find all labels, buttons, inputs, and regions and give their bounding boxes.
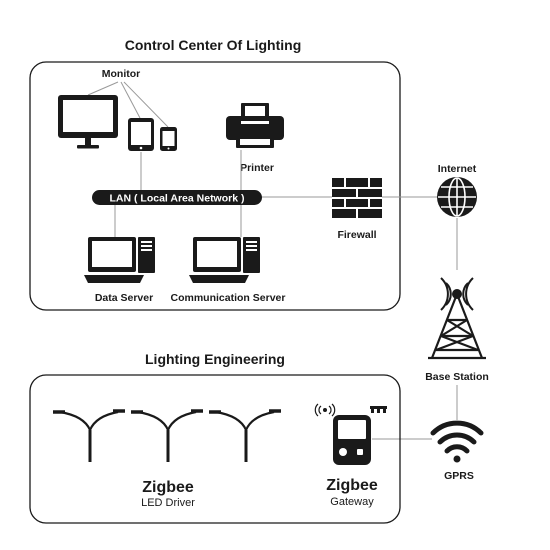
street-light-icon bbox=[53, 409, 125, 462]
monitor-connector-lines bbox=[87, 81, 169, 128]
street-light-icon bbox=[131, 409, 203, 462]
printer-icon bbox=[226, 103, 284, 148]
desktop-monitor-icon bbox=[58, 95, 118, 149]
led-driver-label: LED Driver bbox=[141, 497, 195, 509]
gprs-label: GPRS bbox=[444, 470, 474, 482]
data-server-icon bbox=[84, 237, 155, 283]
printer-label: Printer bbox=[240, 162, 274, 174]
connector-ports-icon bbox=[370, 406, 387, 413]
communication-server-label: Communication Server bbox=[171, 292, 286, 304]
gateway-device-icon bbox=[333, 415, 371, 465]
control-center-box bbox=[29, 61, 401, 311]
control-center-title: Control Center Of Lighting bbox=[125, 37, 302, 53]
data-server-label: Data Server bbox=[95, 292, 153, 304]
led-driver-brand: Zigbee bbox=[142, 479, 194, 496]
monitor-label: Monitor bbox=[102, 68, 141, 80]
lan-label: LAN ( Local Area Network ) bbox=[110, 193, 245, 205]
gateway-brand: Zigbee bbox=[326, 477, 378, 494]
globe-icon bbox=[437, 177, 477, 217]
firewall-icon bbox=[332, 178, 382, 218]
tablet-icon bbox=[128, 118, 154, 151]
street-light-icon bbox=[209, 409, 281, 462]
antenna-signal-icon bbox=[314, 403, 336, 417]
gateway-label: Gateway bbox=[330, 496, 374, 508]
wifi-icon bbox=[430, 420, 484, 463]
communication-server-icon bbox=[189, 237, 260, 283]
internet-label: Internet bbox=[438, 163, 477, 175]
lighting-engineering-title: Lighting Engineering bbox=[145, 351, 285, 367]
base-station-tower-icon bbox=[428, 277, 486, 360]
lan-bar bbox=[92, 190, 262, 205]
lighting-engineering-box bbox=[29, 374, 401, 524]
lan-connector-lines bbox=[114, 150, 438, 237]
base-station-label: Base Station bbox=[425, 371, 489, 383]
smartphone-icon bbox=[160, 127, 177, 151]
firewall-label: Firewall bbox=[337, 229, 376, 241]
